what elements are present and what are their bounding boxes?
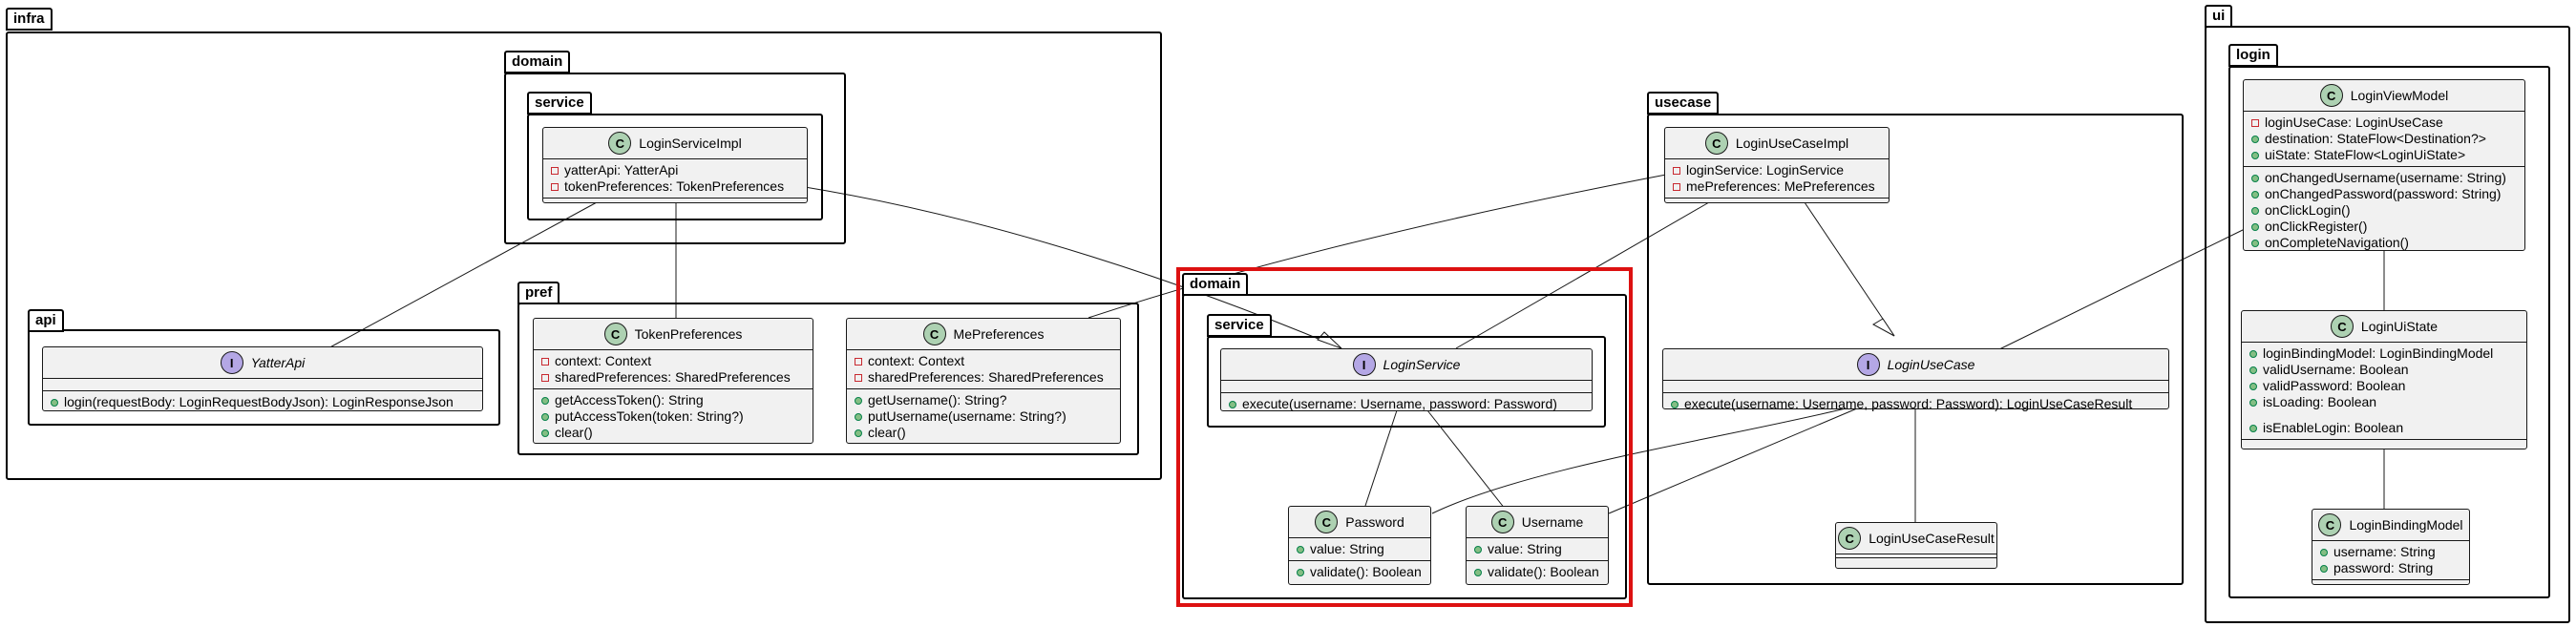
- package-ui: [2205, 26, 2570, 623]
- private-visibility-icon: [855, 373, 862, 382]
- public-visibility-icon: [2249, 382, 2257, 390]
- private-visibility-icon: [541, 373, 549, 382]
- class-c-icon: C: [608, 132, 632, 155]
- public-visibility-icon: [51, 398, 58, 407]
- highlight-box: [1176, 267, 1633, 607]
- public-visibility-icon: [541, 428, 549, 437]
- interface-i-icon: I: [220, 351, 243, 374]
- edge-impl-loginservice-realization: [804, 186, 1342, 349]
- package-infra-tab: infra: [6, 8, 53, 31]
- edge-usecaseimpl-loginservice: [1455, 201, 1710, 349]
- public-visibility-icon: [2251, 174, 2259, 182]
- package-domain-service: [1207, 336, 1606, 428]
- package-ui-login: [2228, 66, 2550, 598]
- edge-usecase-username: [1608, 408, 1858, 514]
- public-visibility-icon: [855, 396, 862, 405]
- private-visibility-icon: [1673, 182, 1680, 191]
- public-visibility-icon: [2320, 548, 2328, 556]
- public-visibility-icon: [2251, 151, 2259, 159]
- class-c-icon: C: [922, 323, 946, 345]
- public-visibility-icon: [1474, 568, 1482, 576]
- package-infra-pref-tab: pref: [517, 282, 560, 304]
- package-infra-api: [28, 329, 500, 426]
- class-c-icon: C: [1838, 527, 1862, 550]
- package-usecase-tab: usecase: [1647, 92, 1720, 115]
- package-domain-tab: domain: [1182, 273, 1249, 296]
- package-infra: [6, 31, 1162, 480]
- package-infra-domain: [504, 73, 846, 244]
- private-visibility-icon: [1673, 166, 1680, 175]
- private-visibility-icon: [2251, 118, 2259, 127]
- package-infra-domain-service: [527, 114, 823, 220]
- public-visibility-icon: [2251, 135, 2259, 143]
- public-visibility-icon: [2249, 398, 2257, 407]
- edge-usecaseimpl-usecase-realization: [1804, 201, 1895, 337]
- public-visibility-icon: [2249, 424, 2257, 432]
- public-visibility-icon: [2251, 239, 2259, 247]
- class-c-icon: C: [603, 323, 627, 345]
- package-infra-api-tab: api: [28, 309, 64, 332]
- private-visibility-icon: [855, 357, 862, 366]
- public-visibility-icon: [1229, 400, 1236, 408]
- edge-usecase-password: [1431, 408, 1847, 514]
- private-visibility-icon: [551, 166, 559, 175]
- package-domain: [1182, 294, 1627, 599]
- public-visibility-icon: [541, 396, 549, 405]
- class-c-icon: C: [1315, 511, 1339, 533]
- public-visibility-icon: [2249, 366, 2257, 374]
- package-infra-pref: [517, 303, 1139, 455]
- public-visibility-icon: [1297, 568, 1304, 576]
- public-visibility-icon: [855, 412, 862, 421]
- public-visibility-icon: [1474, 545, 1482, 554]
- class-c-icon: C: [1490, 511, 1514, 533]
- interface-i-icon: I: [1352, 353, 1376, 376]
- package-domain-service-tab: service: [1207, 314, 1272, 337]
- public-visibility-icon: [855, 428, 862, 437]
- package-ui-tab: ui: [2205, 5, 2233, 28]
- package-infra-domain-tab: domain: [504, 51, 571, 73]
- public-visibility-icon: [2251, 206, 2259, 215]
- interface-i-icon: I: [1856, 353, 1880, 376]
- public-visibility-icon: [2251, 190, 2259, 199]
- package-usecase: [1647, 114, 2184, 585]
- realization-arrowhead-usecase: [1871, 318, 1895, 337]
- public-visibility-icon: [2249, 349, 2257, 358]
- class-c-icon: C: [2318, 513, 2342, 536]
- class-c-icon: C: [1704, 132, 1728, 155]
- package-infra-domain-service-tab: service: [527, 92, 592, 115]
- class-c-icon: C: [2319, 84, 2343, 107]
- edge-usecaseimpl-meprefs: [1087, 174, 1667, 319]
- class-c-icon: C: [2330, 315, 2354, 338]
- private-visibility-icon: [551, 182, 559, 191]
- private-visibility-icon: [541, 357, 549, 366]
- public-visibility-icon: [1297, 545, 1304, 554]
- public-visibility-icon: [2251, 222, 2259, 231]
- public-visibility-icon: [1671, 400, 1679, 408]
- package-ui-login-tab: login: [2228, 44, 2278, 67]
- public-visibility-icon: [2320, 564, 2328, 573]
- edge-loginservice-username: [1426, 409, 1510, 514]
- public-visibility-icon: [541, 412, 549, 421]
- edge-impl-yatterapi: [324, 201, 598, 351]
